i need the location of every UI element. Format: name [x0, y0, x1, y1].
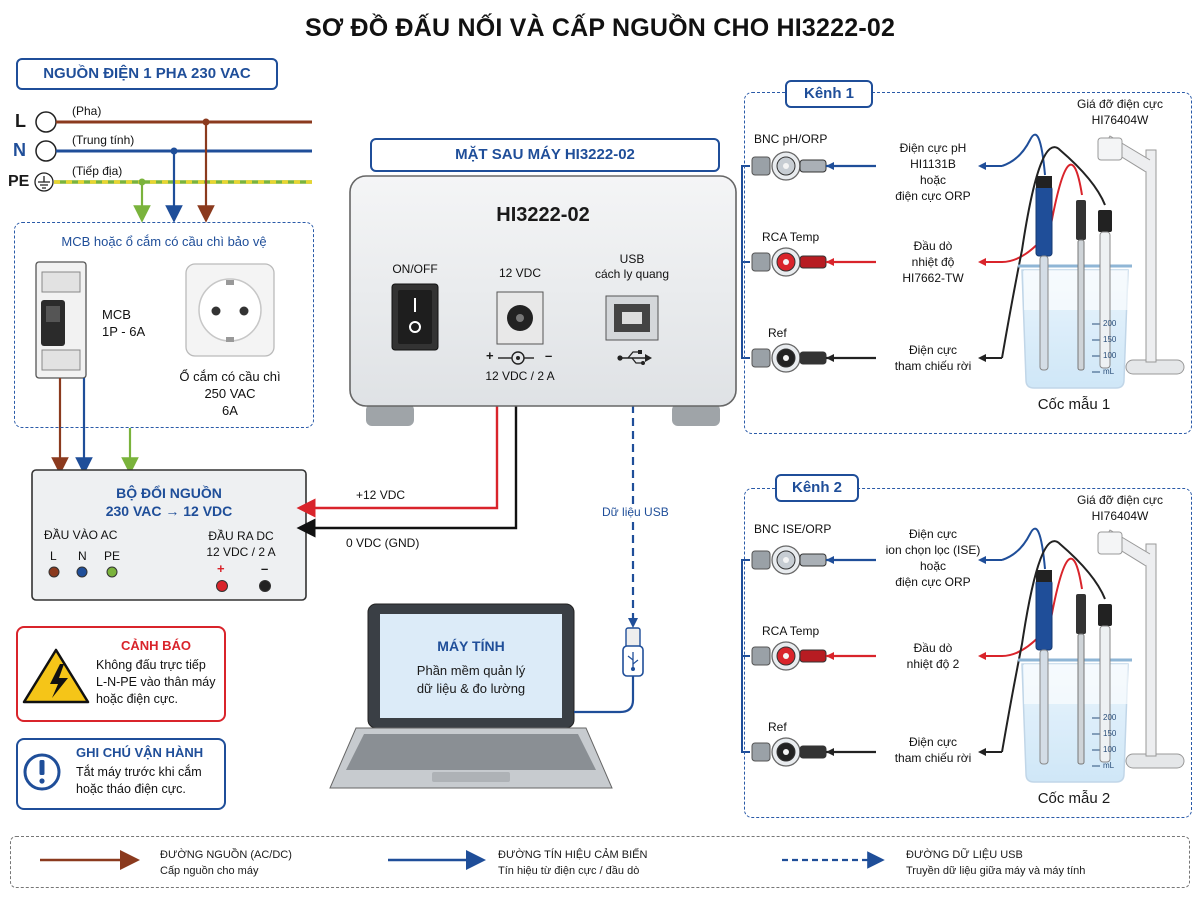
laptop	[329, 603, 613, 789]
ch2-electrode-stand	[1097, 529, 1185, 769]
device-model: HI3222-02	[496, 204, 590, 226]
pin-pe: PE	[104, 549, 121, 563]
line-desc-n: (Trung tính)	[72, 133, 135, 147]
ch2-connector-ref	[751, 737, 827, 767]
power-lines	[34, 111, 312, 223]
wire-plus12-label: +12 VDC	[356, 488, 406, 502]
channel1-box	[744, 92, 1192, 434]
converter-input-title: ĐẦU VÀO AC	[44, 528, 118, 542]
wire-gnd-label: 0 VDC (GND)	[346, 536, 420, 550]
ch1-beaker-label: Cốc mẫu 1	[1037, 396, 1111, 413]
ch2-conn-rca-label: RCA Temp	[762, 624, 820, 638]
ch1-temp-probe	[1076, 200, 1086, 371]
power-source-header: NGUỒN ĐIỆN 1 PHA 230 VAC	[16, 58, 278, 90]
legend-power: ĐƯỜNG NGUỒN (AC/DC)Cấp nguồn cho máy	[160, 849, 292, 877]
protection-title: MCB hoặc ổ cắm có cầu chì bảo vệ	[61, 234, 267, 249]
protection-box	[14, 222, 314, 428]
dc-rating: 12 VDC / 2 A	[485, 369, 555, 383]
ch2-connector-rca	[751, 641, 827, 671]
power-converter	[31, 469, 307, 601]
usb-plug	[622, 627, 644, 677]
ch2-connector-bnc	[751, 545, 827, 575]
ch1-connector-rca	[751, 247, 827, 277]
fused-socket	[185, 263, 275, 357]
computer-title: MÁY TÍNH	[437, 638, 505, 654]
dc-minus: –	[545, 348, 553, 363]
pin-plus: +	[217, 561, 225, 576]
warning-box	[16, 626, 226, 722]
info-icon	[23, 753, 61, 791]
terminal-n	[35, 140, 57, 162]
ch1-ref-electrode	[1098, 210, 1112, 369]
line-code-pe: PE	[8, 173, 30, 190]
channel2-graphics	[741, 527, 1185, 783]
ch2-ph-electrode	[1035, 570, 1053, 765]
page-title: SƠ ĐỒ ĐẤU NỐI VÀ CẤP NGUỒN CHO HI3222-02	[304, 14, 896, 42]
usb-icon	[617, 350, 652, 365]
line-desc-pe: (Tiếp địa)	[72, 164, 123, 178]
channel2-header: Kênh 2	[775, 474, 859, 502]
onoff-label: ON/OFF	[392, 262, 438, 276]
mcb-breaker	[35, 261, 87, 379]
channel1-header: Kênh 1	[785, 80, 873, 108]
pin-minus: –	[261, 561, 269, 576]
device-hi3222	[349, 175, 737, 426]
dc-plus: +	[486, 348, 494, 363]
wire-plus12	[296, 396, 499, 518]
device-header: MẶT SAU MÁY HI3222-02	[370, 138, 720, 172]
terminal-l	[35, 111, 57, 133]
ch2-ref-electrode	[1098, 604, 1112, 763]
ch2-conn-bnc-label: BNC ISE/ORP	[754, 522, 832, 536]
lightning-warning-icon	[22, 648, 90, 704]
wire-gnd	[296, 396, 518, 538]
note-title: GHI CHÚ VẬN HÀNH	[76, 745, 204, 760]
ch1-conn-ref-label: Ref	[768, 326, 787, 340]
ch1-electrode-stand	[1097, 135, 1185, 375]
note-box	[16, 738, 226, 810]
pin-l: L	[50, 549, 57, 563]
ch1-connector-bnc	[751, 151, 827, 181]
legend-box	[10, 836, 1190, 888]
ch1-ph-electrode	[1035, 176, 1053, 371]
line-code-n: N	[13, 140, 26, 160]
pin-n: N	[78, 549, 87, 563]
dc-jack-label: 12 VDC	[498, 266, 542, 280]
warning-title: CẢNH BÁO	[120, 638, 192, 653]
ch1-conn-bnc-label: BNC pH/ORP	[754, 132, 828, 146]
line-desc-l: (Pha)	[72, 104, 102, 118]
channel2-box	[744, 488, 1192, 818]
ch2-beaker-label: Cốc mẫu 2	[1037, 790, 1111, 807]
ch1-connector-ref	[751, 343, 827, 373]
ch1-conn-rca-label: RCA Temp	[762, 230, 820, 244]
usb-data-label: Dữ liệu USB	[600, 505, 671, 519]
ch2-temp-probe	[1076, 594, 1086, 765]
line-code-l: L	[15, 111, 26, 131]
channel1-graphics	[741, 133, 1185, 389]
ch2-conn-ref-label: Ref	[768, 720, 787, 734]
